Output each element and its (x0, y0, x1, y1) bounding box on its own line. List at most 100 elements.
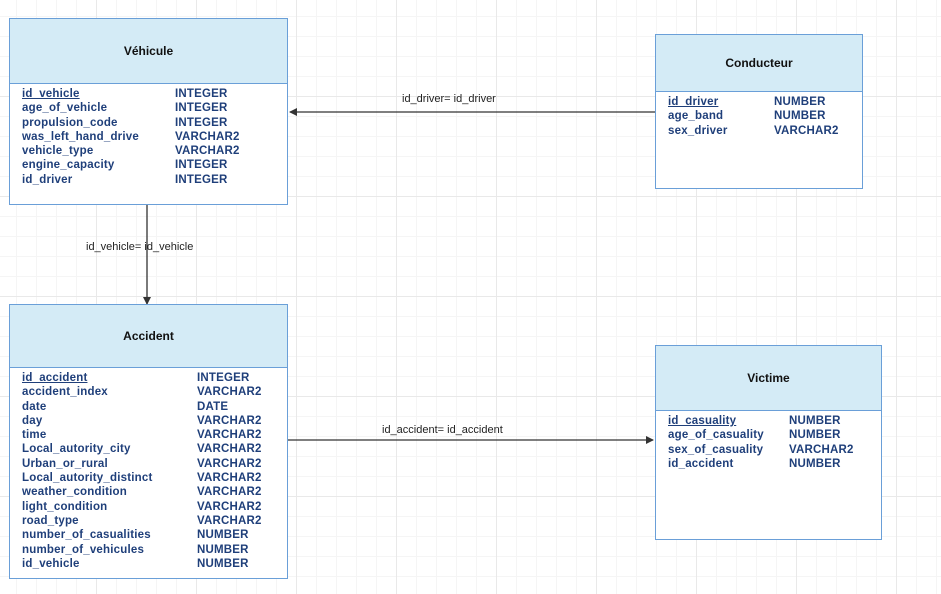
entity-field[interactable]: propulsion_code INTEGER (22, 116, 287, 130)
field-name: was_left_hand_drive (22, 130, 139, 143)
field-type: INTEGER (175, 173, 228, 186)
entity-title: Victime (656, 346, 881, 411)
field-type: NUMBER (197, 543, 249, 556)
field-type: VARCHAR2 (175, 145, 240, 158)
field-type: VARCHAR2 (197, 472, 262, 485)
entity-field[interactable]: vehicle_type VARCHAR2 (22, 144, 287, 158)
field-name: Urban_or_rural (22, 457, 108, 470)
field-name: vehicle_type (22, 145, 94, 158)
field-type: VARCHAR2 (197, 486, 262, 499)
entity-field[interactable]: road_type VARCHAR2 (22, 514, 287, 528)
field-name: id_accident (668, 457, 734, 470)
field-name: date (22, 400, 47, 413)
field-type: NUMBER (789, 457, 841, 470)
entity-title: Conducteur (656, 35, 862, 92)
field-name-primary-key: id_accident (22, 372, 88, 384)
field-type: VARCHAR2 (789, 443, 854, 456)
entity-field[interactable]: was_left_hand_drive VARCHAR2 (22, 130, 287, 144)
relation-label-vehicle: id_vehicle= id_vehicle (86, 241, 194, 253)
entity-title: Véhicule (10, 19, 287, 84)
field-type: INTEGER (175, 102, 228, 115)
entity-field[interactable]: id_accident NUMBER (668, 457, 881, 471)
field-type: VARCHAR2 (197, 514, 262, 527)
field-name: sex_of_casuality (668, 443, 764, 456)
entity-field[interactable]: id_accident INTEGER (22, 371, 287, 385)
field-name: id_vehicle (22, 557, 80, 570)
field-name: age_band (668, 110, 724, 123)
field-type: INTEGER (197, 372, 250, 384)
field-name: weather_condition (22, 486, 127, 499)
field-name: number_of_casualities (22, 529, 151, 542)
field-type: NUMBER (197, 557, 249, 570)
field-type: NUMBER (789, 429, 841, 442)
entity-field[interactable]: age_of_vehicle INTEGER (22, 101, 287, 115)
field-name: sex_driver (668, 124, 728, 137)
entity-field[interactable]: id_driver NUMBER (668, 95, 862, 109)
field-type: VARCHAR2 (197, 457, 262, 470)
entity-field[interactable]: sex_driver VARCHAR2 (668, 124, 862, 138)
entity-field[interactable]: number_of_casualities NUMBER (22, 528, 287, 542)
field-name: accident_index (22, 386, 108, 399)
field-type: VARCHAR2 (774, 124, 839, 137)
field-name: Local_autority_city (22, 443, 131, 456)
field-name-primary-key: id_casuality (668, 415, 737, 427)
entity-field[interactable]: Local_autority_city VARCHAR2 (22, 442, 287, 456)
entity-field[interactable]: date DATE (22, 400, 287, 414)
field-type: VARCHAR2 (197, 443, 262, 456)
entity-field[interactable]: id_vehicle INTEGER (22, 87, 287, 101)
field-name-primary-key: id_vehicle (22, 88, 80, 100)
field-name: id_driver (22, 173, 73, 186)
entity-field[interactable]: id_driver INTEGER (22, 173, 287, 187)
field-name: road_type (22, 514, 79, 527)
field-type: VARCHAR2 (197, 386, 262, 399)
field-type: INTEGER (175, 159, 228, 172)
entity-field[interactable]: Urban_or_rural VARCHAR2 (22, 457, 287, 471)
entity-field[interactable]: Local_autority_distinct VARCHAR2 (22, 471, 287, 485)
field-type: VARCHAR2 (197, 500, 262, 513)
entity-field[interactable]: id_casuality NUMBER (668, 414, 881, 428)
field-type: NUMBER (197, 529, 249, 542)
entity-field[interactable]: light_condition VARCHAR2 (22, 500, 287, 514)
field-type: VARCHAR2 (175, 130, 240, 143)
field-type: VARCHAR2 (197, 429, 262, 442)
entity-field[interactable]: sex_of_casuality VARCHAR2 (668, 443, 881, 457)
entity-field[interactable]: day VARCHAR2 (22, 414, 287, 428)
entity-title: Accident (10, 305, 287, 368)
entity-field[interactable]: number_of_vehicules NUMBER (22, 543, 287, 557)
field-type: NUMBER (774, 96, 826, 108)
field-name-primary-key: id_driver (668, 96, 719, 108)
field-type: DATE (197, 400, 229, 413)
relation-label-accident: id_accident= id_accident (382, 424, 503, 436)
field-type: INTEGER (175, 88, 228, 100)
entity-field[interactable]: time VARCHAR2 (22, 428, 287, 442)
field-type: VARCHAR2 (197, 414, 262, 427)
field-name: age_of_casuality (668, 429, 764, 442)
field-type: NUMBER (789, 415, 841, 427)
entity-field[interactable]: accident_index VARCHAR2 (22, 385, 287, 399)
entity-field[interactable]: weather_condition VARCHAR2 (22, 485, 287, 499)
field-type: NUMBER (774, 110, 826, 123)
relation-label-driver: id_driver= id_driver (402, 93, 496, 105)
entity-field[interactable]: age_of_casuality NUMBER (668, 428, 881, 442)
entity-field[interactable]: engine_capacity INTEGER (22, 158, 287, 172)
entity-field[interactable]: age_band NUMBER (668, 109, 862, 123)
field-name: light_condition (22, 500, 108, 513)
field-name: day (22, 414, 43, 427)
field-name: age_of_vehicle (22, 102, 108, 115)
entity-field[interactable]: id_vehicle NUMBER (22, 557, 287, 571)
field-name: engine_capacity (22, 159, 115, 172)
field-name: Local_autority_distinct (22, 472, 153, 485)
field-type: INTEGER (175, 116, 228, 129)
field-name: time (22, 429, 47, 442)
field-name: number_of_vehicules (22, 543, 145, 556)
field-name: propulsion_code (22, 116, 118, 129)
